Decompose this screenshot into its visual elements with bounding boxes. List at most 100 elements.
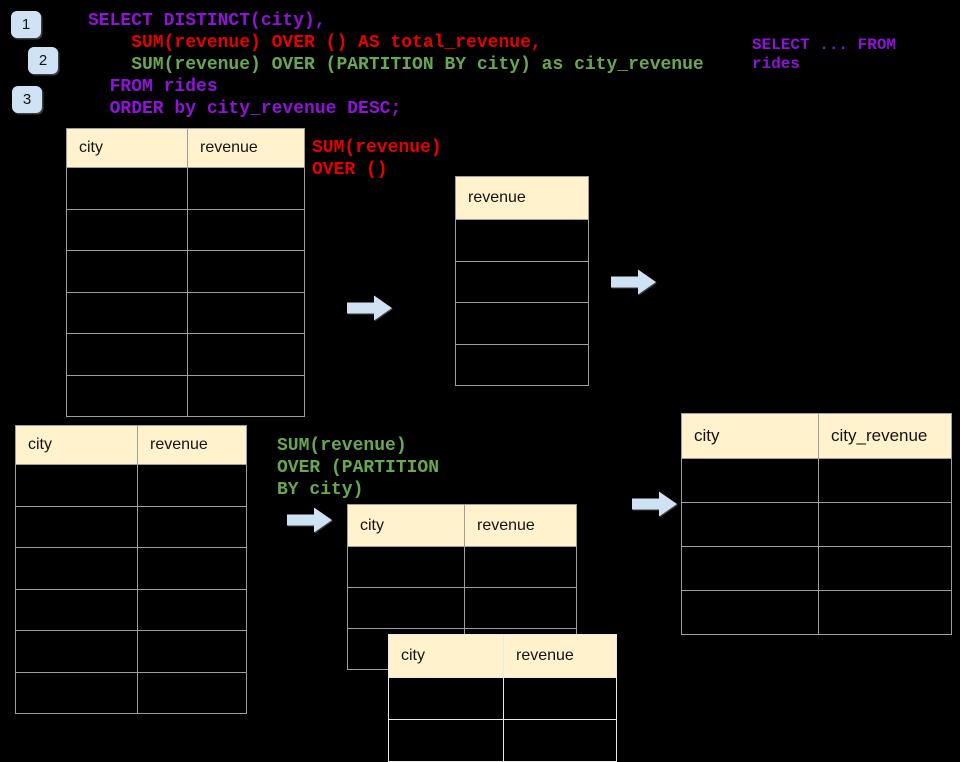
table-cell — [16, 590, 137, 631]
sql-code-line: FROM rides — [88, 77, 218, 97]
table-row — [16, 588, 246, 631]
table-row — [682, 502, 951, 546]
table-cell — [456, 345, 588, 386]
table-header-row: city city_revenue — [682, 414, 951, 458]
table-cell — [137, 589, 246, 630]
annotation-sum-over-partition: SUM(revenue) OVER (PARTITION BY city) — [277, 436, 440, 500]
table-row — [456, 302, 588, 344]
table-cell — [456, 303, 588, 344]
table-cell — [456, 262, 588, 303]
column-header: city — [401, 647, 425, 664]
table-cell — [682, 547, 818, 590]
table-cell — [67, 334, 187, 375]
column-header: revenue — [137, 426, 246, 464]
table-row — [67, 374, 304, 417]
table-row — [389, 719, 616, 761]
table-cell — [187, 209, 304, 250]
table-row — [16, 630, 246, 672]
table-total-revenue-result: revenue — [455, 176, 589, 386]
table-row — [67, 208, 304, 251]
table-row — [67, 250, 304, 292]
table-cell — [389, 720, 503, 761]
flow-arrow-3 — [287, 507, 333, 533]
table-row — [16, 547, 246, 589]
flow-arrow-4 — [632, 491, 678, 517]
table-cell — [67, 376, 187, 417]
table-cell — [16, 673, 137, 714]
column-header: city — [694, 426, 720, 445]
table-cell — [187, 375, 304, 416]
table-header-row: revenue — [456, 177, 588, 219]
table-cell — [187, 292, 304, 333]
table-header-row: city revenue — [348, 505, 576, 546]
column-header: city_revenue — [818, 414, 951, 458]
table-cell — [818, 459, 951, 502]
table-cell — [818, 591, 951, 634]
table-row — [348, 546, 576, 587]
table-cell — [137, 672, 246, 713]
step-badge-1: 1 — [11, 11, 41, 38]
table-row — [16, 505, 246, 548]
table-header-row: city revenue — [389, 635, 616, 677]
table-row — [456, 219, 588, 261]
table-cell — [818, 503, 951, 546]
table-row — [682, 458, 951, 502]
table-cell — [503, 720, 616, 761]
table-cell — [187, 251, 304, 292]
slide-canvas: 1 2 3 SELECT DISTINCT(city), SUM(revenue… — [11, 10, 952, 762]
table-city-revenue-result: city city_revenue — [681, 413, 952, 635]
table-cell — [682, 503, 818, 546]
table-row — [67, 167, 304, 209]
table-cell — [67, 293, 187, 334]
table-partition-step: city revenue — [347, 504, 577, 670]
step-badge-3: 3 — [12, 86, 42, 113]
table-cell — [137, 506, 246, 547]
column-header: revenue — [187, 129, 304, 167]
step-badge-2: 2 — [28, 47, 58, 74]
table-row — [67, 333, 304, 375]
table-partition-step-front: city revenue — [388, 634, 617, 762]
table-cell — [456, 220, 588, 261]
table-row — [389, 677, 616, 719]
table-header-row: city revenue — [67, 129, 304, 167]
table-cell — [503, 678, 616, 719]
sql-code-line: SELECT DISTINCT(city), — [88, 11, 326, 31]
table-cell — [348, 588, 464, 628]
table-row — [16, 671, 246, 714]
sql-code-line: ORDER by city_revenue DESC; — [88, 99, 402, 119]
table-rides-source-top: city revenue — [66, 128, 305, 417]
table-cell — [67, 251, 187, 292]
column-header: revenue — [503, 635, 616, 677]
sql-code-line: SUM(revenue) OVER () AS total_revenue, — [88, 33, 542, 53]
table-cell — [137, 465, 246, 506]
table-cell — [137, 631, 246, 672]
table-rides-source-bottom: city revenue — [15, 425, 247, 714]
table-cell — [682, 459, 818, 502]
table-cell — [67, 168, 187, 209]
flow-arrow-2 — [611, 269, 657, 295]
table-cell — [464, 547, 576, 587]
table-row — [456, 343, 588, 386]
table-row — [456, 260, 588, 303]
table-cell — [187, 334, 304, 375]
column-header: city — [79, 139, 103, 156]
table-row — [682, 546, 951, 590]
table-cell — [389, 678, 503, 719]
sql-code: SELECT DISTINCT(city), SUM(revenue) OVER… — [88, 10, 704, 120]
table-cell — [16, 507, 137, 548]
table-cell — [16, 465, 137, 506]
annotation-sum-over-total: SUM(revenue) OVER () — [312, 138, 442, 180]
column-header: revenue — [468, 189, 526, 206]
table-cell — [682, 591, 818, 634]
table-cell — [348, 547, 464, 587]
table-row — [16, 464, 246, 506]
table-cell — [137, 548, 246, 589]
column-header: revenue — [464, 505, 576, 546]
table-cell — [187, 168, 304, 209]
column-header: city — [28, 436, 52, 453]
flow-arrow-1 — [347, 295, 393, 321]
table-cell — [67, 210, 187, 251]
sql-code-line: SUM(revenue) OVER (PARTITION BY city) as… — [88, 55, 704, 75]
table-row — [682, 590, 951, 634]
column-header: city — [360, 516, 384, 534]
